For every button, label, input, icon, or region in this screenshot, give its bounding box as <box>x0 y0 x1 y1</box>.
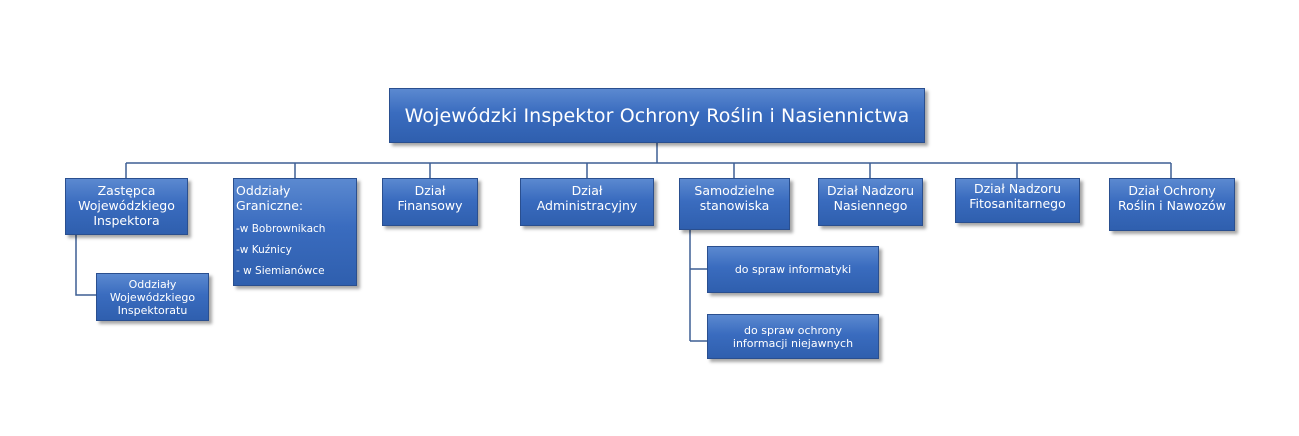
regional-branches-box: Oddziały Wojewódzkiego Inspektoratu <box>96 273 209 321</box>
box-line: Wojewódzkiego <box>109 290 196 304</box>
finance-dept-box: Dział Finansowy <box>382 178 478 226</box>
border-branches-box: Oddziały Graniczne: -w Bobrownikach -w K… <box>233 178 357 286</box>
administration-dept-box: Dział Administracyjny <box>520 178 654 226</box>
box-line: Fitosanitarnego <box>969 196 1066 211</box>
connector-deputy-child <box>75 235 96 296</box>
box-line: Inspektora <box>93 213 160 228</box>
box-line: Finansowy <box>397 198 463 213</box>
classified-info-post-box: do spraw ochrony informacji niejawnych <box>707 314 879 359</box>
box-line: Dział <box>571 183 603 198</box>
it-post-box: do spraw informatyki <box>707 246 879 293</box>
box-line: Roślin i Nawozów <box>1118 198 1226 213</box>
phytosanitary-dept-box: Dział Nadzoru Fitosanitarnego <box>955 178 1080 223</box>
box-line: Nasiennego <box>833 198 908 213</box>
box-line: Administracyjny <box>536 198 638 213</box>
box-line: Oddziały <box>128 277 177 291</box>
box-line: Dział Ochrony <box>1128 183 1216 198</box>
chief-inspector-label: Wojewódzki Inspektor Ochrony Roślin i Na… <box>404 104 910 127</box>
box-line: informacji niejawnych <box>732 336 854 350</box>
box-line: Dział Nadzoru <box>973 181 1062 196</box>
deputy-inspector-box: Zastępca Wojewódzkiego Inspektora <box>65 178 188 235</box>
border-branch-item: - w Siemianówce <box>236 265 325 277</box>
box-line: stanowiska <box>699 198 770 213</box>
plant-protection-dept-box: Dział Ochrony Roślin i Nawozów <box>1109 178 1235 231</box>
box-line: do spraw ochrony <box>744 323 842 337</box>
border-branch-item: -w Bobrownikach <box>236 223 326 235</box>
box-line: Graniczne: <box>236 198 304 213</box>
box-line: do spraw informatyki <box>734 263 852 276</box>
box-line: Zastępca <box>97 183 156 198</box>
chief-inspector-box: Wojewódzki Inspektor Ochrony Roślin i Na… <box>389 88 925 143</box>
independent-posts-box: Samodzielne stanowiska <box>679 178 790 230</box>
border-branch-item: -w Kuźnicy <box>236 244 292 256</box>
box-line: Wojewódzkiego <box>78 198 175 213</box>
box-line: Oddziały <box>236 183 291 198</box>
box-line: Inspektoratu <box>117 303 188 317</box>
box-line: Samodzielne <box>694 183 775 198</box>
box-line: Dział <box>414 183 446 198</box>
box-line: Dział Nadzoru <box>826 183 915 198</box>
seed-supervision-dept-box: Dział Nadzoru Nasiennego <box>818 178 923 226</box>
